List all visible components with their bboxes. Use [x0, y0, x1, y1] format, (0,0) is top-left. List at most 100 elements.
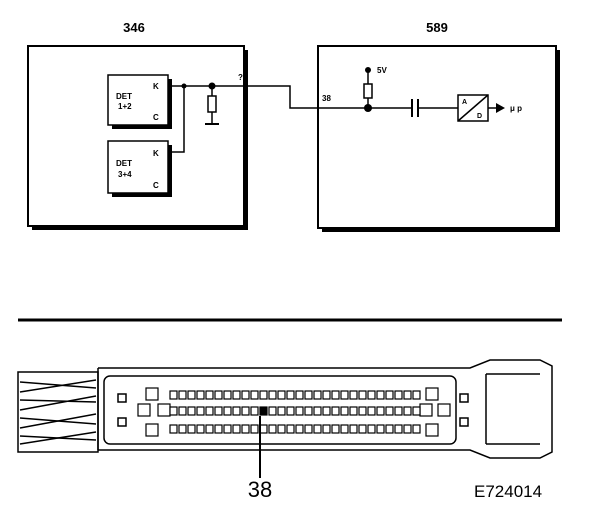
connector-pin	[223, 390, 232, 400]
figure-code: E724014	[474, 482, 542, 501]
connector-pin	[394, 424, 403, 434]
connector-pin	[169, 424, 178, 434]
connector-pin	[304, 406, 313, 416]
connector-pin	[394, 406, 403, 416]
connector-pin	[322, 406, 331, 416]
connector-pin	[205, 390, 214, 400]
connector-pin	[259, 406, 268, 416]
svg-text:DET: DET	[116, 159, 132, 168]
connector-pin	[331, 424, 340, 434]
connector-pin	[178, 390, 187, 400]
connector-pin	[304, 424, 313, 434]
connector-pin	[437, 403, 451, 417]
connector-pin	[232, 424, 241, 434]
connector-pin	[241, 390, 250, 400]
connector-pin	[241, 424, 250, 434]
svg-text:C: C	[153, 113, 159, 122]
connector-pin	[322, 390, 331, 400]
svg-text:DET: DET	[116, 92, 132, 101]
wire-tag: ?	[238, 73, 243, 82]
connector-pin	[412, 406, 421, 416]
connector-pin	[313, 406, 322, 416]
svg-text:K: K	[153, 82, 159, 91]
connector-pin	[145, 387, 159, 401]
svg-text:K: K	[153, 149, 159, 158]
connector-pin	[214, 390, 223, 400]
connector-pin	[358, 406, 367, 416]
adc-a: A	[462, 99, 467, 106]
right-box-label: 589	[426, 20, 448, 35]
junction-dot	[364, 104, 372, 112]
module-346	[27, 45, 248, 230]
detector-3-4: DET 3+4 K C	[107, 140, 172, 197]
connector-pin	[277, 406, 286, 416]
wiring-589	[320, 72, 496, 122]
connector-pin	[367, 406, 376, 416]
connector-pin	[313, 424, 322, 434]
pin-label: 38	[322, 94, 331, 103]
connector-pin	[385, 406, 394, 416]
connector-pin	[277, 424, 286, 434]
connector-pin	[205, 406, 214, 416]
adc-d: D	[477, 113, 482, 120]
module-589	[317, 45, 560, 232]
connector-pin	[385, 424, 394, 434]
connector-pin	[277, 390, 286, 400]
connector-pin	[196, 424, 205, 434]
connector-pin	[268, 424, 277, 434]
connector-pin	[178, 424, 187, 434]
detector-1-2: DET 1+2 K C	[107, 74, 172, 129]
connector-pin	[178, 406, 187, 416]
connector-pin	[169, 406, 178, 416]
junction-dot	[181, 83, 187, 89]
connector-pin	[250, 424, 259, 434]
connector-pin	[425, 423, 439, 437]
connector-pin	[223, 406, 232, 416]
connector-pin	[232, 390, 241, 400]
connector-pin	[313, 390, 322, 400]
connector-pin	[322, 424, 331, 434]
connector-pin	[196, 406, 205, 416]
connector-pin	[376, 424, 385, 434]
connector-pin	[304, 390, 313, 400]
connector-pin	[367, 390, 376, 400]
connector-pin	[331, 406, 340, 416]
svg-text:C: C	[153, 181, 159, 190]
connector-pin	[250, 390, 259, 400]
connector-pin	[169, 390, 178, 400]
connector-pin	[340, 424, 349, 434]
connector-pin	[268, 390, 277, 400]
connector-pin	[187, 406, 196, 416]
connector-pin-grid	[137, 387, 451, 437]
connector-pin	[358, 390, 367, 400]
connector-pin	[214, 424, 223, 434]
connector-pin	[340, 406, 349, 416]
connector-pin	[295, 406, 304, 416]
connector-pin	[419, 403, 433, 417]
connector-pin	[425, 387, 439, 401]
connector-pin	[295, 424, 304, 434]
connector-pin	[349, 406, 358, 416]
connector-pin	[385, 390, 394, 400]
supply-label: 5V	[377, 66, 387, 75]
connector-pin	[403, 424, 412, 434]
connector-pin	[241, 406, 250, 416]
connector-pin	[412, 390, 421, 400]
connector-pin	[250, 406, 259, 416]
output-label: μ p	[510, 104, 522, 113]
connector-pin	[286, 424, 295, 434]
supply-dot	[365, 67, 371, 73]
connector-pin	[367, 424, 376, 434]
connector-pin	[196, 390, 205, 400]
svg-text:3+4: 3+4	[118, 170, 132, 179]
connector-pin	[349, 390, 358, 400]
connector-pin	[295, 390, 304, 400]
connector-pin	[403, 390, 412, 400]
pin-callout-label: 38	[248, 477, 272, 502]
connector-drawing	[17, 359, 553, 459]
connector-pin	[205, 424, 214, 434]
connector-pin	[259, 424, 268, 434]
connector-pin	[331, 390, 340, 400]
svg-text:1+2: 1+2	[118, 102, 132, 111]
